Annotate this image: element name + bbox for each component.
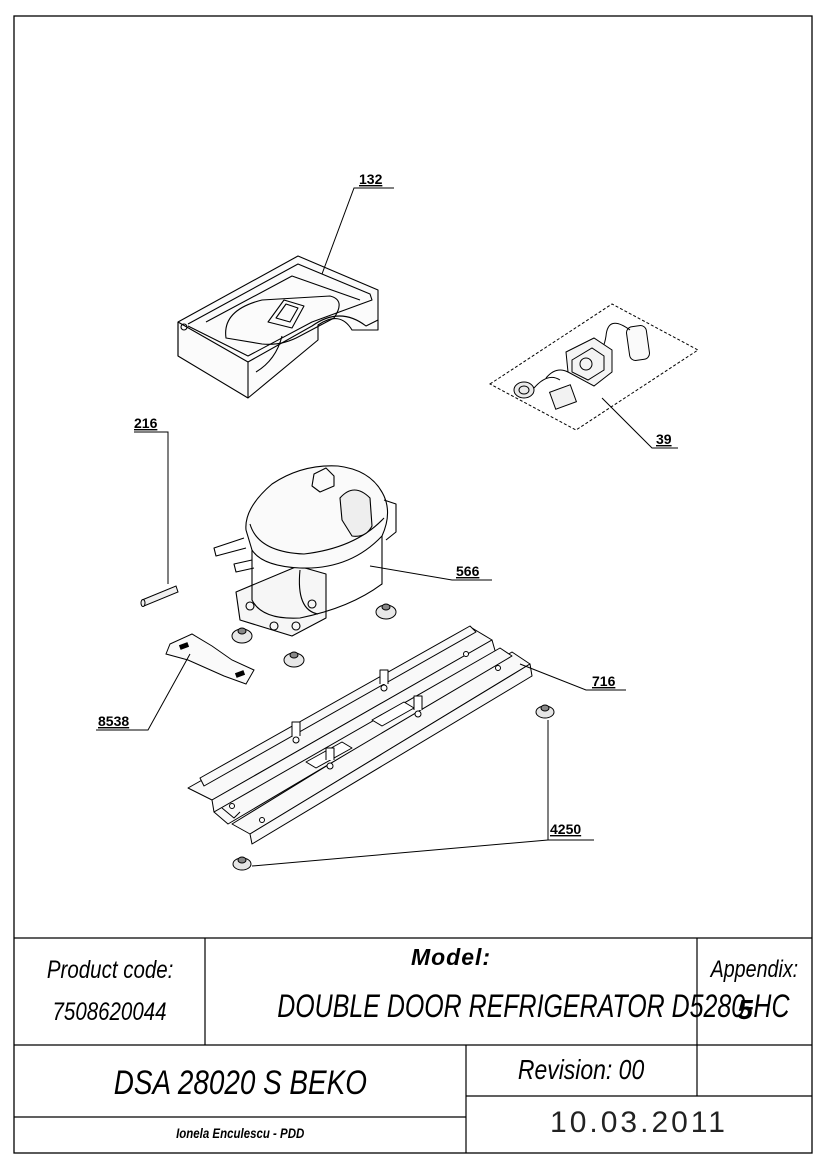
appendix-value: 5 [737, 994, 753, 1025]
product-code-label: Product code: [46, 956, 174, 984]
callout-566: 566 [456, 563, 480, 579]
product-code-value: 7508620044 [52, 998, 168, 1026]
model-label: Model: [410, 944, 492, 970]
revision: Revision: 00 [518, 1054, 645, 1085]
author: Ionela Enculescu - PDD [175, 1125, 305, 1141]
part-132-tray [177, 255, 379, 399]
callout-716: 716 [592, 673, 616, 689]
callout-39: 39 [656, 431, 672, 447]
part-8538-strap [165, 633, 255, 685]
part-39-relay-kit [489, 303, 699, 431]
callout-216: 216 [134, 415, 158, 431]
part-216-pin [140, 585, 179, 607]
compressor-grommets [231, 603, 397, 668]
document-name: DSA 28020 S BEKO [113, 1064, 367, 1102]
part-716-base-rails [187, 625, 533, 845]
model-value: DOUBLE DOOR REFRIGERATOR D5280-HC [277, 988, 790, 1024]
callout-8538: 8538 [98, 713, 129, 729]
sheet-border [13, 15, 813, 1154]
part-566-compressor [213, 465, 397, 637]
callout-132: 132 [359, 171, 383, 187]
title-block-grid [14, 937, 812, 1153]
appendix-label: Appendix: [710, 956, 799, 983]
callout-4250: 4250 [550, 821, 581, 837]
callout-leaders [96, 187, 678, 867]
callout-labels: 132 39 216 566 716 8538 4250 [98, 171, 672, 837]
part-4250-grommets [232, 704, 555, 871]
date: 10.03.2011 [550, 1106, 728, 1139]
